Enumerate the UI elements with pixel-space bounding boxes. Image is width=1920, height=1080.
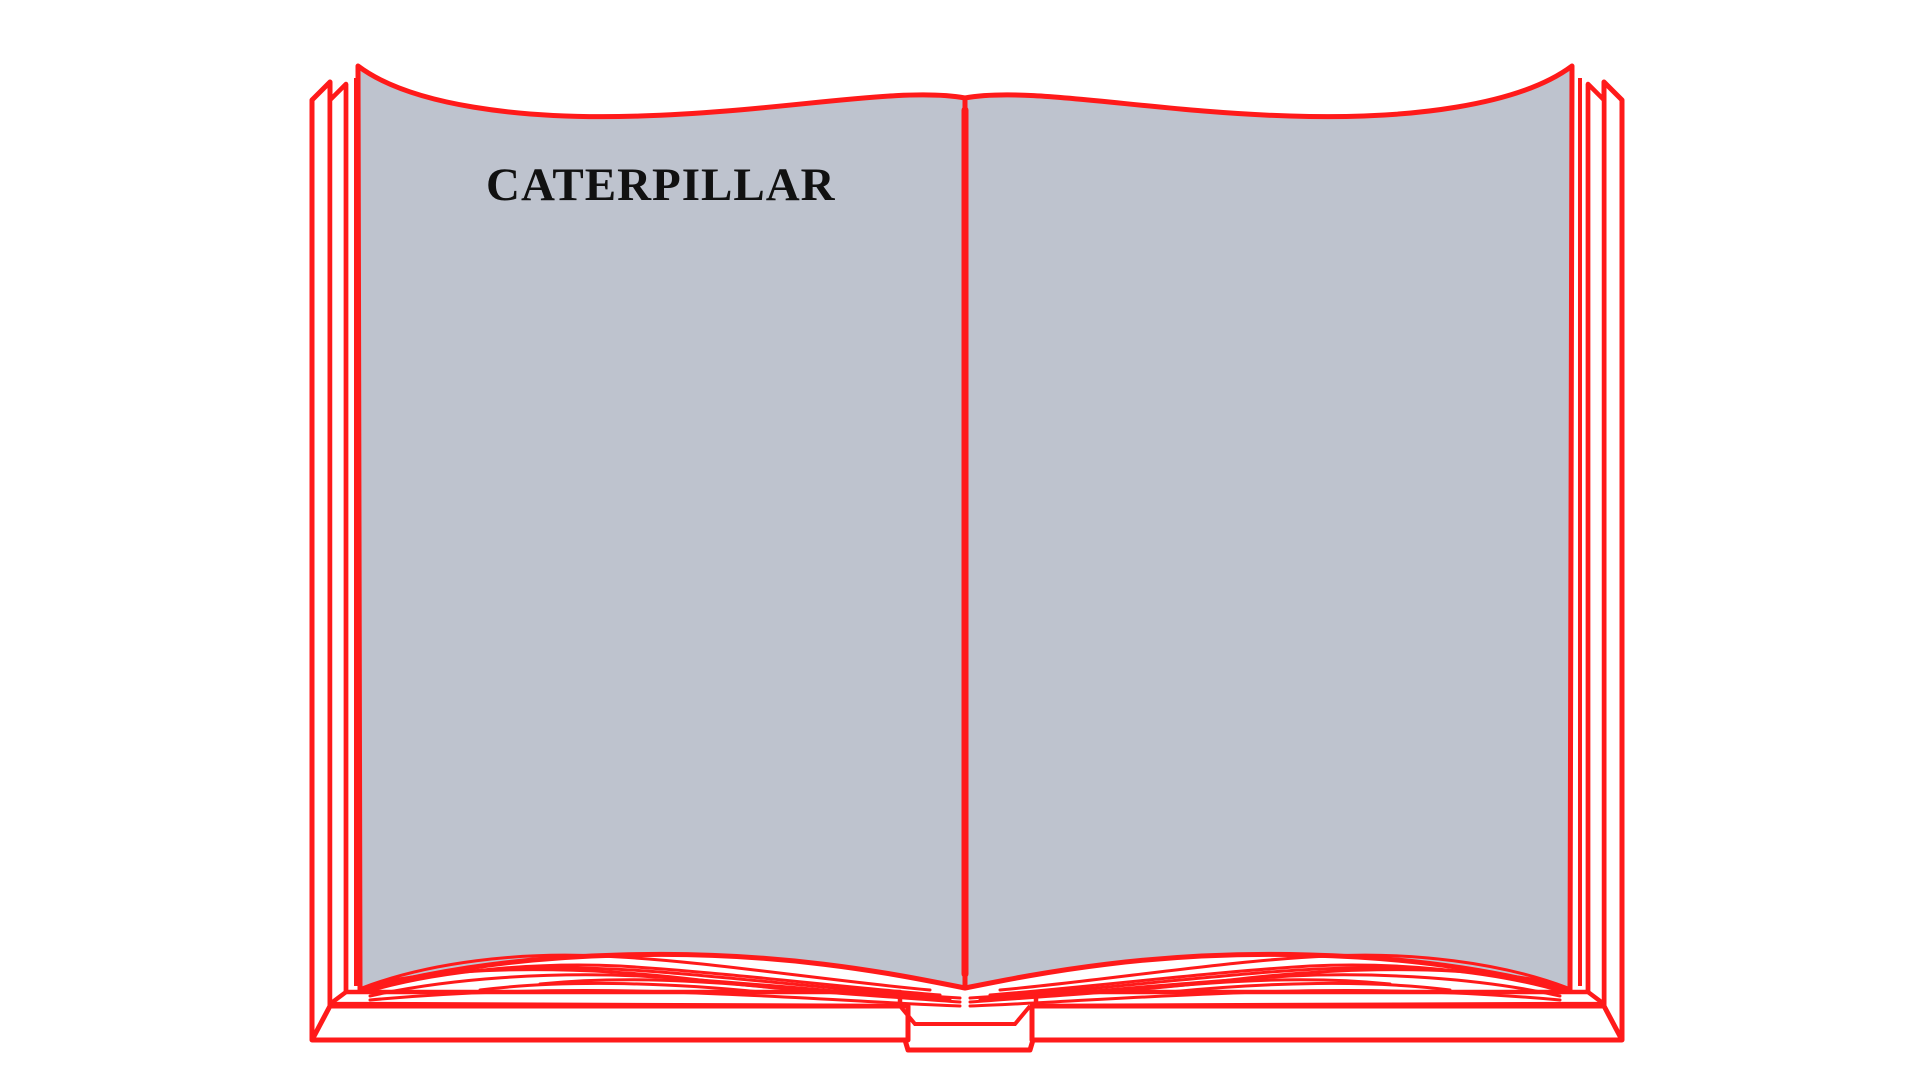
spine-bottom-notch: [898, 1004, 1032, 1026]
right-page: [962, 63, 1575, 993]
page-title: CATERPILLAR: [486, 159, 836, 211]
page-curl-right: [968, 953, 1570, 1008]
page-curl-left: [360, 953, 962, 1008]
